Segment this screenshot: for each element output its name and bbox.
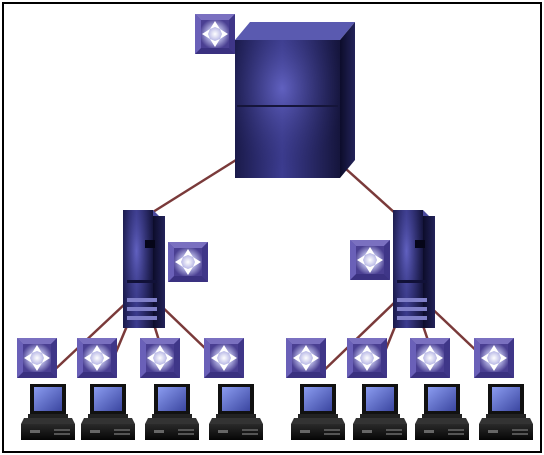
switch-icon	[195, 14, 235, 54]
switch-icon	[347, 338, 387, 378]
switch-icon	[474, 338, 514, 378]
switch-icon	[204, 338, 244, 378]
switch-icon	[77, 338, 117, 378]
server-tower-icon	[393, 210, 435, 328]
switch-icon	[350, 240, 390, 280]
server-tower-icon	[235, 22, 355, 178]
switch-icon	[410, 338, 450, 378]
switch-icon	[168, 242, 208, 282]
switch-icon	[140, 338, 180, 378]
root-server	[195, 14, 355, 178]
switch-icon	[17, 338, 57, 378]
server-tower-icon	[123, 210, 165, 328]
switch-icon	[286, 338, 326, 378]
